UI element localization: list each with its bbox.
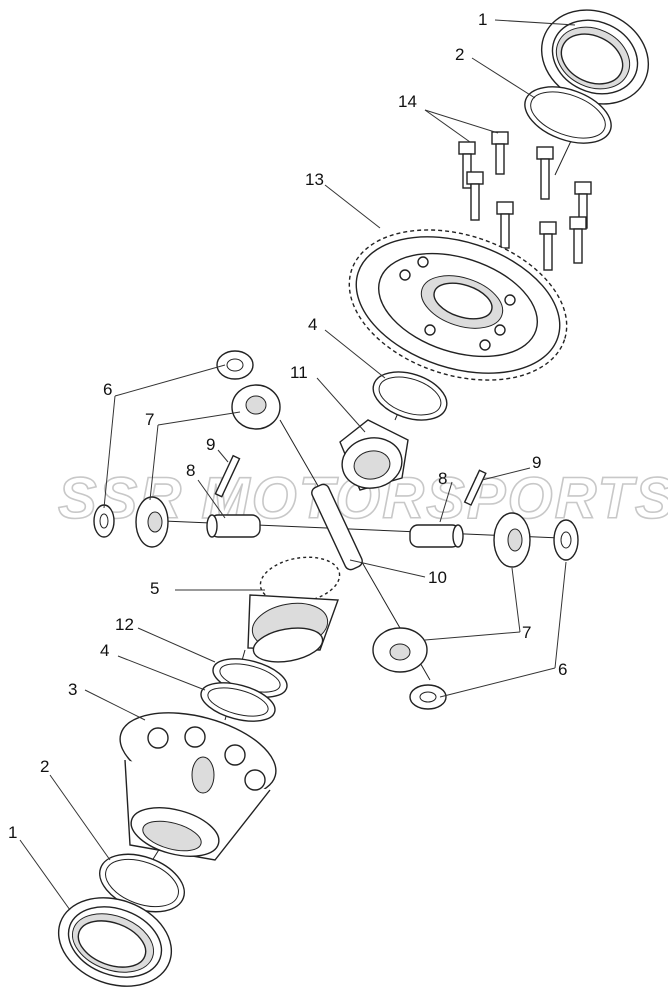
thrust-washer-right [553, 519, 579, 561]
pinion-gear-left-upper [231, 384, 281, 430]
side-gear-upper [339, 419, 409, 491]
callout-9-right: 9 [532, 453, 541, 472]
shim-upper-4 [372, 371, 448, 421]
callout-10: 10 [428, 568, 447, 587]
bearing-bottom [57, 897, 173, 987]
callout-9-left: 9 [206, 435, 215, 454]
shim-lower-4 [200, 682, 276, 722]
pinion-gear-lower [372, 627, 428, 673]
lock-pin-left [214, 454, 241, 498]
callout-4-bottom: 4 [100, 641, 109, 660]
callout-8-left: 8 [186, 461, 195, 480]
differential-case [119, 712, 277, 861]
pinion-shaft-right [409, 524, 464, 548]
thrust-washer-lower [409, 684, 447, 710]
callout-2-top: 2 [455, 45, 464, 64]
pinion-gear-right [493, 512, 531, 568]
bearing-top [540, 9, 650, 105]
callout-labels: 1 2 14 13 4 11 6 7 9 8 9 8 5 10 12 4 7 6… [8, 10, 567, 842]
pinion-shaft-left [206, 514, 261, 538]
callout-1-top: 1 [478, 10, 487, 29]
side-gear-lower [247, 556, 341, 663]
callout-14: 14 [398, 92, 417, 111]
callout-3: 3 [68, 680, 77, 699]
callout-13: 13 [305, 170, 324, 189]
callout-7-right: 7 [522, 623, 531, 642]
callout-5: 5 [150, 579, 159, 598]
pinion-gear-left-lower [135, 496, 169, 548]
thrust-washer-left-upper [216, 350, 254, 380]
callout-8-right: 8 [438, 469, 447, 488]
callout-2-bottom: 2 [40, 757, 49, 776]
thrust-washer-left-lower [93, 504, 115, 538]
callout-4-top: 4 [308, 315, 317, 334]
callout-6-right: 6 [558, 660, 567, 679]
ring-gear-bolts [458, 131, 592, 271]
shim-top [524, 86, 612, 144]
callout-11: 11 [290, 363, 308, 382]
callout-7-left: 7 [145, 410, 154, 429]
lock-pin-right [463, 469, 487, 506]
leader-lines [19, 19, 576, 911]
callout-1-bottom: 1 [8, 823, 17, 842]
ring-gear [348, 229, 568, 381]
callout-12: 12 [115, 615, 134, 634]
pinion-cross-shaft [311, 483, 363, 571]
callout-6-left: 6 [103, 380, 112, 399]
